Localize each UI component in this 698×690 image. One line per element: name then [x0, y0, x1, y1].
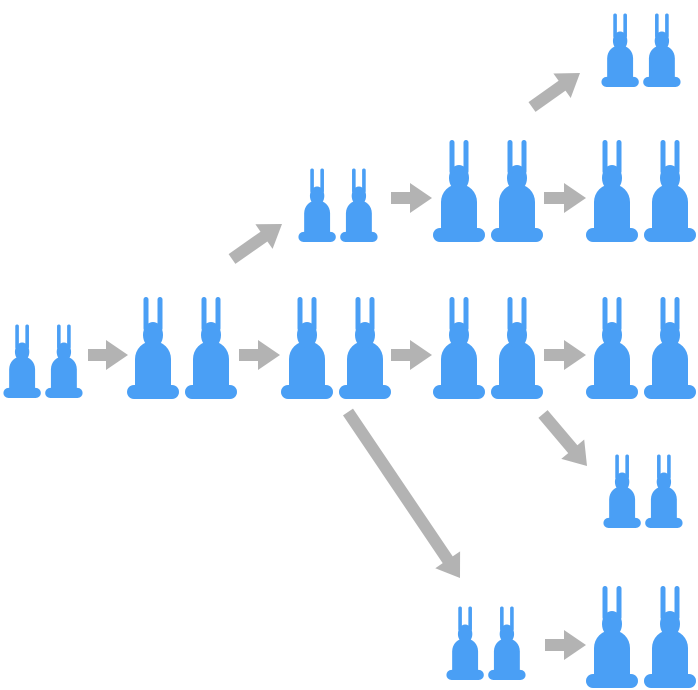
rabbit-pair-s4c: [586, 297, 696, 399]
rabbit-icon: [644, 297, 696, 399]
arrow-icon: [544, 340, 586, 370]
rabbit-icon: [645, 454, 683, 528]
rabbit-icon: [643, 13, 681, 87]
rabbit-icon: [446, 606, 484, 680]
rabbit-icon: [433, 140, 485, 242]
rabbit-icon: [491, 140, 543, 242]
rabbit-icon: [586, 586, 638, 688]
arrow-icon: [228, 224, 282, 264]
rabbit-pair-s4d: [603, 454, 683, 528]
rabbit-icon: [491, 297, 543, 399]
rabbit-pair-s0: [3, 324, 83, 398]
arrow-icon: [391, 183, 432, 213]
arrows-layer: [88, 73, 587, 660]
rabbit-icon: [3, 324, 41, 398]
rabbit-pair-s3c: [446, 606, 526, 680]
rabbit-icon: [644, 586, 696, 688]
rabbit-pair-s3a: [433, 140, 543, 242]
rabbit-icon: [603, 454, 641, 528]
rabbit-icon: [586, 297, 638, 399]
rabbit-icon: [185, 297, 237, 399]
rabbit-pair-s4e: [586, 586, 696, 688]
arrow-icon: [88, 340, 128, 370]
rabbit-icon: [601, 13, 639, 87]
rabbit-icon: [488, 606, 526, 680]
rabbit-icon: [45, 324, 83, 398]
rabbit-pair-s4a: [601, 13, 681, 87]
arrow-icon: [391, 340, 432, 370]
rabbit-pair-s3b: [433, 297, 543, 399]
rabbit-pair-s2a: [298, 168, 378, 242]
rabbit-icon: [644, 140, 696, 242]
rabbit-icon: [340, 168, 378, 242]
arrow-icon: [544, 183, 586, 213]
rabbit-icon: [281, 297, 333, 399]
rabbit-icon: [586, 140, 638, 242]
arrow-icon: [528, 73, 580, 112]
arrow-icon: [538, 410, 587, 466]
rabbit-icon: [339, 297, 391, 399]
rabbit-icon: [127, 297, 179, 399]
rabbit-pair-s1: [127, 297, 237, 399]
arrow-icon: [343, 408, 461, 578]
rabbit-pair-s2b: [281, 297, 391, 399]
rabbit-icon: [298, 168, 336, 242]
rabbits-layer: [3, 13, 696, 688]
arrow-icon: [239, 340, 280, 370]
rabbit-icon: [433, 297, 485, 399]
arrow-icon: [545, 630, 586, 660]
rabbit-pair-s4b: [586, 140, 696, 242]
